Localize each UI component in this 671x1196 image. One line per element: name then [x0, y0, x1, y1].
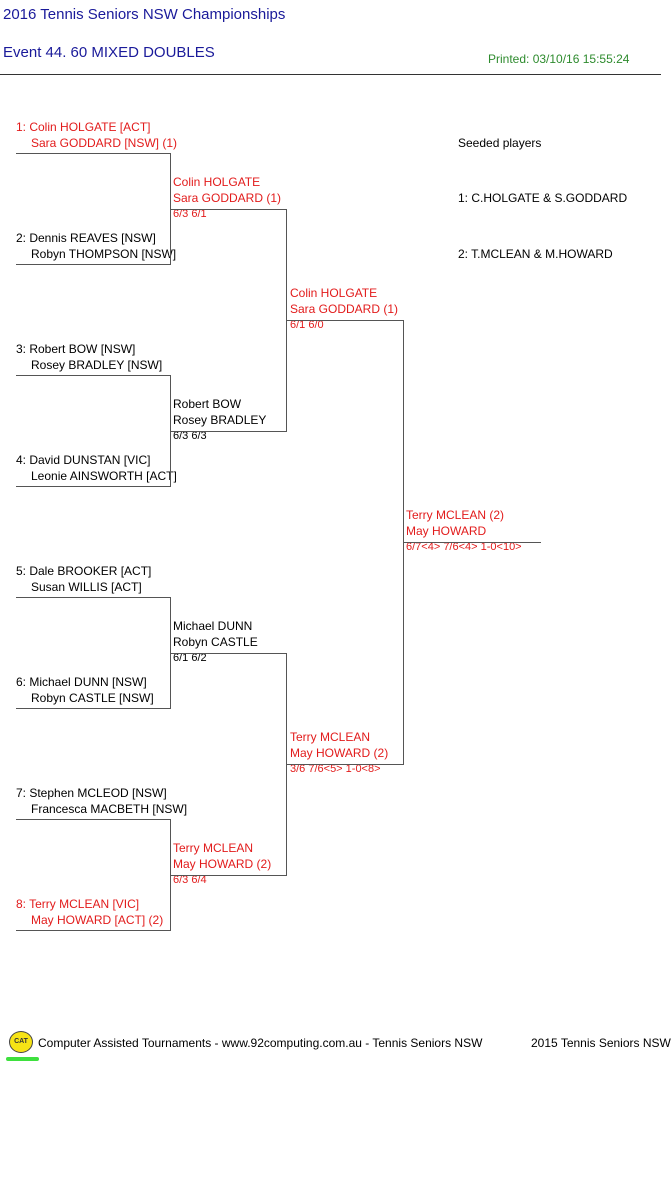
r3-match-1-player-2: Sara GODDARD (1) [290, 302, 399, 316]
entry-8-player-1: 8: Terry MCLEAN [VIC] [16, 897, 140, 911]
bracket-line [170, 209, 287, 210]
bracket-line [16, 708, 170, 709]
bracket-line [286, 764, 403, 765]
r3-match-2-score: 3/6 7/6<5> 1-0<8> [290, 763, 381, 775]
entry-2-player-1: 2: Dennis REAVES [NSW] [16, 231, 156, 245]
entry-6-player-2: Robyn CASTLE [NSW] [31, 691, 154, 705]
footer-copyright: 2015 Tennis Seniors NSW [531, 1036, 671, 1050]
r3-match-2-player-1: Terry MCLEAN [290, 730, 371, 744]
event-title: Event 44. 60 MIXED DOUBLES [3, 44, 215, 61]
bracket-line [16, 375, 170, 376]
header-divider [0, 74, 661, 75]
cat-logo-icon: CAT [9, 1031, 33, 1053]
footer-credit: Computer Assisted Tournaments - www.92co… [38, 1036, 483, 1050]
entry-5-player-1: 5: Dale BROOKER [ACT] [16, 564, 152, 578]
bracket-line [170, 653, 287, 654]
cat-logo-underline [6, 1057, 39, 1061]
entry-8-player-2: May HOWARD [ACT] (2) [31, 913, 164, 927]
entry-5-player-2: Susan WILLIS [ACT] [31, 580, 142, 594]
seed-2: 2: T.MCLEAN & M.HOWARD [458, 247, 613, 261]
final-player-1: Terry MCLEAN (2) [406, 508, 505, 522]
r2-match-2-player-1: Robert BOW [173, 397, 242, 411]
r2-match-1-score: 6/3 6/1 [173, 208, 207, 220]
bracket-line [16, 153, 170, 154]
entry-7-player-2: Francesca MACBETH [NSW] [31, 802, 188, 816]
entry-2-player-2: Robyn THOMPSON [NSW] [31, 247, 177, 261]
entry-6-player-1: 6: Michael DUNN [NSW] [16, 675, 147, 689]
r3-match-2-player-2: May HOWARD (2) [290, 746, 389, 760]
r2-match-4-player-2: May HOWARD (2) [173, 857, 272, 871]
r2-match-1-player-2: Sara GODDARD (1) [173, 191, 282, 205]
entry-7-player-1: 7: Stephen MCLEOD [NSW] [16, 786, 167, 800]
bracket-line [16, 597, 170, 598]
r3-match-1-player-1: Colin HOLGATE [290, 286, 378, 300]
final-score: 6/7<4> 7/6<4> 1-0<10> [406, 541, 522, 553]
bracket-line [16, 264, 170, 265]
r2-match-3-player-1: Michael DUNN [173, 619, 253, 633]
seeded-heading: Seeded players [458, 136, 542, 150]
bracket-line [16, 486, 170, 487]
r2-match-2-score: 6/3 6/3 [173, 430, 207, 442]
bracket-line [170, 431, 287, 432]
printed-timestamp: Printed: 03/10/16 15:55:24 [488, 52, 630, 66]
bracket-line [16, 930, 170, 931]
final-player-2: May HOWARD [406, 524, 487, 538]
entry-1-player-2: Sara GODDARD [NSW] (1) [31, 136, 178, 150]
seed-1: 1: C.HOLGATE & S.GODDARD [458, 191, 628, 205]
r2-match-1-player-1: Colin HOLGATE [173, 175, 261, 189]
r2-match-3-score: 6/1 6/2 [173, 652, 207, 664]
page-title: 2016 Tennis Seniors NSW Championships [3, 6, 286, 23]
r2-match-2-player-2: Rosey BRADLEY [173, 413, 267, 427]
entry-3-player-2: Rosey BRADLEY [NSW] [31, 358, 163, 372]
r2-match-4-player-1: Terry MCLEAN [173, 841, 254, 855]
r2-match-4-score: 6/3 6/4 [173, 874, 207, 886]
entry-4-player-2: Leonie AINSWORTH [ACT] [31, 469, 177, 483]
entry-1-player-1: 1: Colin HOLGATE [ACT] [16, 120, 151, 134]
entry-3-player-1: 3: Robert BOW [NSW] [16, 342, 136, 356]
bracket-line [170, 875, 287, 876]
bracket-line [286, 320, 403, 321]
r3-match-1-score: 6/1 6/0 [290, 319, 324, 331]
r2-match-3-player-2: Robyn CASTLE [173, 635, 258, 649]
bracket-line [16, 819, 170, 820]
entry-4-player-1: 4: David DUNSTAN [VIC] [16, 453, 151, 467]
bracket-line [403, 542, 541, 543]
